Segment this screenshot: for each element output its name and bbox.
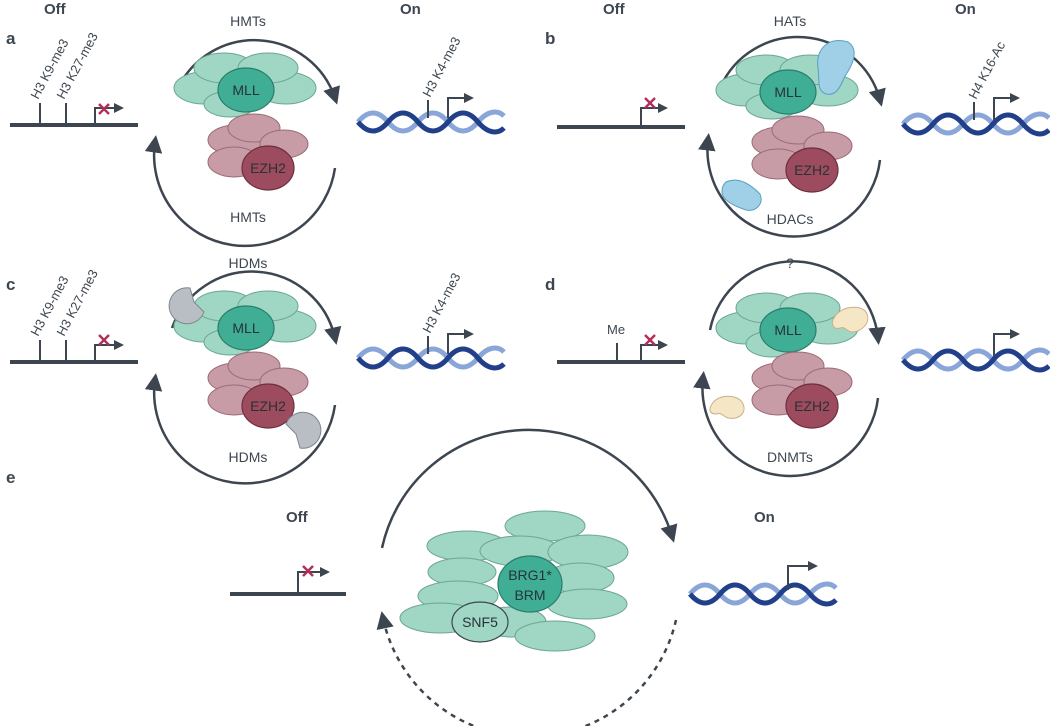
panel-e-snf5: SNF5 <box>462 614 498 630</box>
panel-a-tss-arrow <box>94 103 124 125</box>
panel-e-off-label: Off <box>286 509 309 526</box>
panel-d-bottom-enzyme: DNMTs <box>767 449 813 465</box>
panel-a-mll: MLL <box>232 82 259 98</box>
panel-e-swisnf-complex <box>399 510 629 652</box>
panel-b-bottom-enzyme: HDACs <box>767 211 814 227</box>
panel-d-top-enzyme: ? <box>786 255 794 271</box>
panel-b-ezh2: EZH2 <box>794 162 830 178</box>
panel-a-label: a <box>6 29 16 48</box>
panel-a-dna <box>358 112 504 132</box>
panel-d-top-arrow <box>708 260 886 345</box>
panel-a-block-icon <box>98 103 110 115</box>
panel-d-dnmt-bottom-shape <box>709 395 745 419</box>
panel-e-label: e <box>6 468 15 487</box>
panel-a-bottom-enzyme: HMTs <box>230 209 266 225</box>
panel-e-dna <box>690 584 836 604</box>
panel-a-on-label: On <box>400 1 421 18</box>
panel-d-dna <box>903 350 1049 370</box>
panel-d: d Me ? DNMTs MLL EZH2 <box>545 255 1049 478</box>
panel-a-top-enzyme: HMTs <box>230 13 266 29</box>
panel-c-mll: MLL <box>232 320 259 336</box>
panel-c-ezh2: EZH2 <box>250 398 286 414</box>
panel-d-ezh2: EZH2 <box>794 398 830 414</box>
panel-c: c H3 K9-me3 H3 K27-me3 HDMs HDMs MLL EZH… <box>6 255 504 485</box>
panel-e-brg1: BRG1* <box>508 567 552 583</box>
panel-c-label: c <box>6 275 15 294</box>
panel-c-block-icon <box>98 334 110 346</box>
panel-e-forward-arrow <box>380 428 678 549</box>
panel-d-off-mark: Me <box>607 322 625 337</box>
panel-b-on-label: On <box>955 1 976 18</box>
panel-b-top-arrow <box>718 35 886 107</box>
panel-d-dnmt-top-shape <box>831 306 869 333</box>
panel-b-label: b <box>545 29 555 48</box>
panel-b-hat-shape <box>817 40 855 95</box>
panel-b-on-mark: H4 K16-Ac <box>965 38 1008 101</box>
panel-c-hdm-bottom-shape <box>285 411 322 449</box>
panel-c-bottom-enzyme: HDMs <box>229 449 268 465</box>
panel-b-dna <box>903 114 1049 134</box>
panel-d-label: d <box>545 275 555 294</box>
panel-b-top-enzyme: HATs <box>774 13 806 29</box>
panel-d-bottom-arrow <box>693 371 880 478</box>
panel-a-on-mark: H3 K4-me3 <box>419 34 463 99</box>
panel-a: a Off On H3 K9-me3 H3 K27-me3 HMTs HMTs … <box>6 1 504 248</box>
panel-e-block-icon <box>302 565 314 577</box>
panel-b: b Off On HATs HDACs MLL EZH2 H4 K16-Ac <box>545 1 1049 238</box>
panel-e-brm: BRM <box>514 587 545 603</box>
panel-a-bottom-arrow <box>144 135 337 248</box>
panel-b-block-icon <box>644 97 656 109</box>
panel-e-reverse-arrow <box>376 611 678 726</box>
panel-b-mll: MLL <box>774 84 801 100</box>
panel-c-on-mark: H3 K4-me3 <box>419 270 463 335</box>
panel-d-mll: MLL <box>774 322 801 338</box>
panel-b-off-label: Off <box>603 1 626 18</box>
panel-a-ezh2: EZH2 <box>250 160 286 176</box>
panel-b-hdac-shape <box>721 179 762 211</box>
panel-e-on-label: On <box>754 509 775 526</box>
panel-a-off-label: Off <box>44 1 67 18</box>
panel-c-hdm-top-shape <box>168 287 205 325</box>
panel-b-bottom-arrow <box>698 133 882 238</box>
panel-c-top-enzyme: HDMs <box>229 255 268 271</box>
panel-e: e Off On BRG1* BRM SNF5 <box>6 428 836 726</box>
panel-c-dna <box>358 348 504 368</box>
panel-c-bottom-arrow <box>144 373 337 485</box>
panel-d-block-icon <box>644 334 656 346</box>
